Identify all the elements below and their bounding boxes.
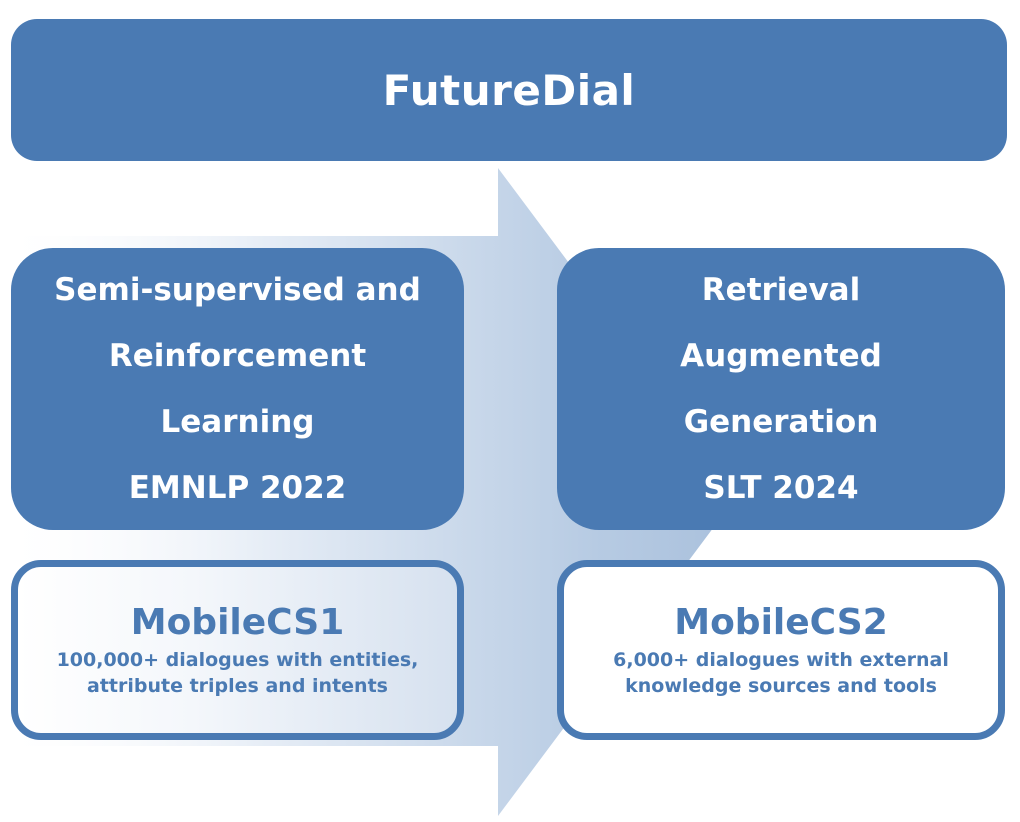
phase-1-line-3: Learning (160, 404, 315, 440)
phase-box-2: Retrieval Augmented Generation SLT 2024 (557, 248, 1005, 530)
phase-2-line-3: Generation (683, 404, 879, 440)
dataset-2-desc-line-1: 6,000+ dialogues with external (613, 649, 949, 671)
phase-2-line-2: Augmented (680, 338, 882, 374)
dataset-box-1: MobileCS1 100,000+ dialogues with entiti… (11, 560, 464, 740)
dataset-1-desc-line-2: attribute triples and intents (87, 675, 388, 697)
futuredial-banner: FutureDial (11, 19, 1007, 161)
dataset-1-desc-line-1: 100,000+ dialogues with entities, (56, 649, 419, 671)
banner-title: FutureDial (382, 65, 636, 115)
dataset-1-name: MobileCS1 (130, 602, 345, 643)
dataset-box-2: MobileCS2 6,000+ dialogues with external… (557, 560, 1005, 740)
phase-1-line-1: Semi-supervised and (54, 272, 421, 308)
phase-box-1: Semi-supervised and Reinforcement Learni… (11, 248, 464, 530)
phase-1-line-2: Reinforcement (108, 338, 367, 374)
dataset-2-name: MobileCS2 (674, 602, 888, 643)
dataset-2-desc-line-2: knowledge sources and tools (625, 675, 937, 697)
phase-2-venue: SLT 2024 (703, 470, 859, 506)
phase-1-venue: EMNLP 2022 (128, 470, 347, 506)
phase-2-line-1: Retrieval (701, 272, 861, 308)
